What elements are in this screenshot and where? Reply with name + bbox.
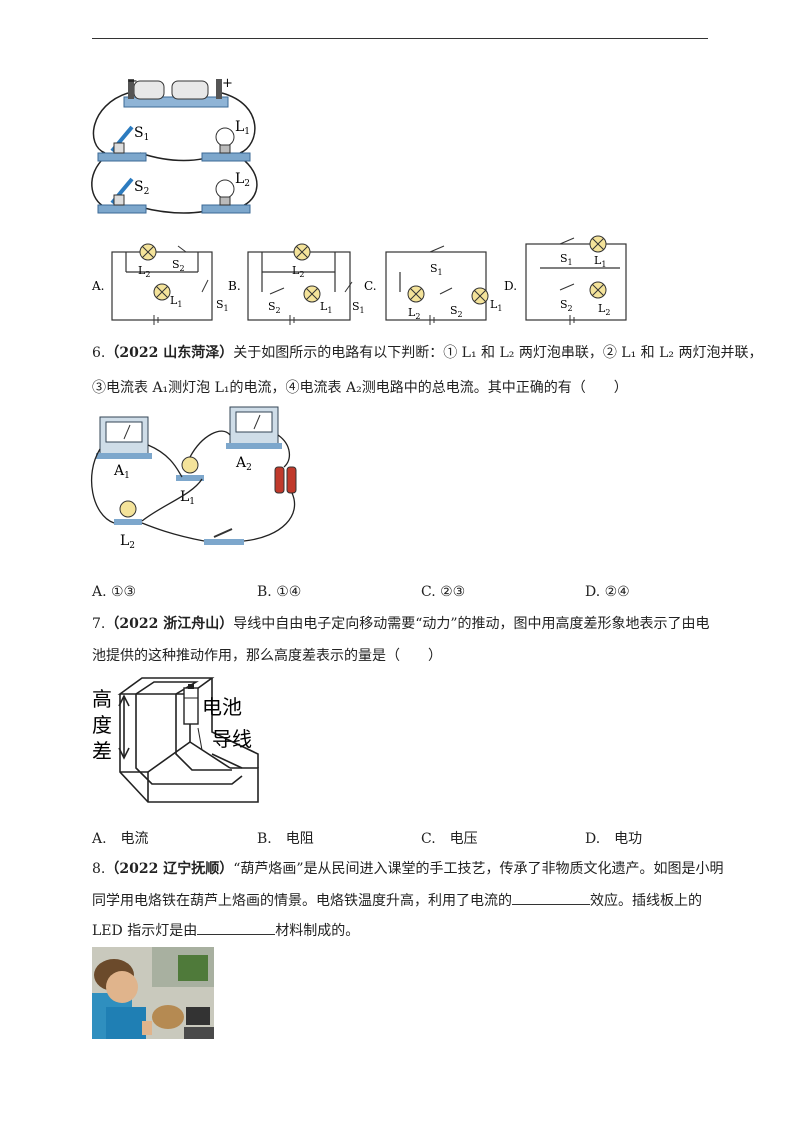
svg-text:S2: S2 (172, 258, 185, 273)
svg-text:L2: L2 (292, 264, 304, 279)
svg-text:L1: L1 (490, 298, 502, 313)
svg-text:A1: A1 (113, 463, 130, 481)
q7-line1: 7.（2022 浙江舟山）导线中自由电子定向移动需要“动力”的推动，图中用高度差… (92, 616, 710, 632)
svg-text:L1: L1 (180, 489, 195, 507)
q5-circuit-photo: − + S1 L1 S2 L2 (91, 74, 258, 214)
q7-height-diagram: 高 度 差 电池 导线 (92, 677, 259, 803)
svg-text:S2: S2 (450, 304, 463, 319)
q7-choice-a[interactable]: A. 电流 (92, 831, 149, 847)
q6-choice-b[interactable]: B. ①④ (257, 584, 302, 600)
header-rule (92, 38, 708, 39)
svg-text:S2: S2 (268, 300, 281, 315)
q7-choice-d[interactable]: D. 电功 (585, 831, 643, 847)
option-c-label: C. (364, 279, 377, 293)
q8-line1: 8.（2022 辽宁抚顺）“葫芦烙画”是从民间进入课堂的手工技艺，传承了非物质文… (92, 861, 724, 877)
svg-text:L1: L1 (170, 294, 182, 309)
answer-blank-1[interactable] (512, 890, 590, 905)
q6-circuit-photo: A1 A2 L1 L2 (91, 406, 297, 551)
q6-line2: ③电流表 A₁测灯泡 L₁的电流，④电流表 A₂测电路中的总电流。其中正确的有（… (92, 380, 628, 396)
svg-text:L1: L1 (594, 254, 606, 269)
svg-text:A2: A2 (235, 455, 252, 473)
q6-choice-a[interactable]: A. ①③ (92, 584, 137, 600)
battery-label: 电池 (202, 695, 242, 719)
q5-option-diagrams: A. L2 S2 L1 S1 B. L2 S2 L1 S1 C. S1 L2 S… (91, 235, 627, 325)
battery-plus: + (222, 76, 233, 91)
wire-label: 导线 (212, 727, 252, 751)
svg-text:S1: S1 (560, 252, 573, 267)
svg-text:S2: S2 (560, 298, 573, 313)
battery-minus: − (127, 74, 138, 89)
svg-text:S1: S1 (430, 262, 443, 277)
q7-line2: 池提供的这种推动作用，那么高度差表示的量是（ ） (92, 648, 442, 664)
svg-text:L2: L2 (138, 264, 150, 279)
option-b-label: B. (228, 279, 241, 293)
q8-line3: LED 指示灯是由材料制成的。 (92, 920, 359, 941)
answer-blank-2[interactable] (197, 920, 276, 935)
s1-label: S1 (134, 125, 149, 143)
svg-text:L2: L2 (408, 306, 420, 321)
height-char-3: 差 (92, 739, 112, 763)
q7-choice-c[interactable]: C. 电压 (421, 831, 478, 847)
svg-text:L1: L1 (320, 300, 332, 315)
l2-label: L2 (235, 171, 250, 189)
q8-photo (92, 947, 214, 1039)
l1-label: L1 (235, 119, 250, 137)
svg-text:S1: S1 (352, 300, 365, 315)
q7-choice-b[interactable]: B. 电阻 (257, 831, 314, 847)
height-char-2: 度 (92, 713, 112, 737)
q6-choice-c[interactable]: C. ②③ (421, 584, 466, 600)
q8-line2: 同学用电烙铁在葫芦上烙画的情景。电烙铁温度升高，利用了电流的效应。插线板上的 (92, 890, 702, 911)
height-char-1: 高 (92, 687, 112, 711)
svg-text:S1: S1 (216, 298, 229, 313)
svg-text:L2: L2 (598, 302, 610, 317)
svg-text:L2: L2 (120, 533, 135, 551)
option-a-label: A. (91, 279, 104, 293)
option-d-label: D. (504, 279, 517, 293)
q6-choice-d[interactable]: D. ②④ (585, 584, 630, 600)
s2-label: S2 (134, 179, 149, 197)
q6-line1: 6.（2022 山东菏泽）关于如图所示的电路有以下判断：① L₁ 和 L₂ 两灯… (92, 345, 763, 361)
